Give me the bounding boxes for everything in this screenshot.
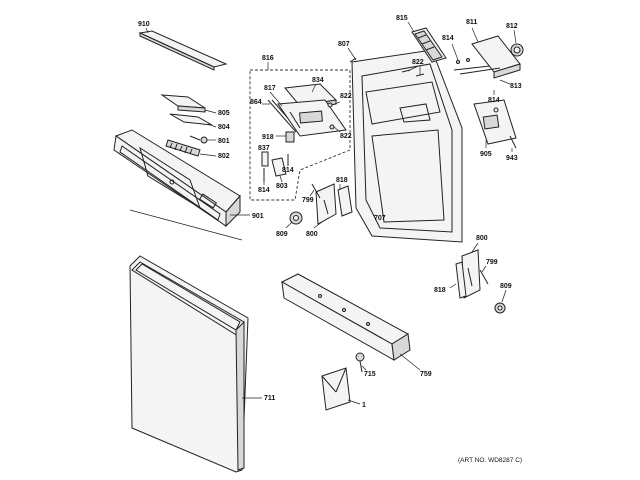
part-1-literature [321,367,361,411]
callout-918: 918 [262,134,274,141]
callout-800b: 800 [476,235,488,242]
callout-759: 759 [420,371,432,378]
callout-818b: 818 [434,287,446,294]
art-number: (ART NO. WD8287 C) [458,457,522,464]
callout-815: 815 [396,15,408,22]
callout-805: 805 [218,110,230,117]
callout-803: 803 [276,183,288,190]
callout-813: 813 [510,83,522,90]
part-809-roller-left [285,211,303,229]
part-818-hinge-arm-right [449,261,467,299]
part-807-inner-door [347,47,463,243]
part-814-screws-group [263,154,289,185]
part-811-vent-housing [471,27,521,79]
callout-809a: 809 [276,231,288,238]
callout-837: 837 [258,145,270,152]
callout-822b: 822 [340,133,352,140]
part-822-clips-right [401,65,425,77]
callout-901: 901 [252,213,264,220]
part-813-gasket [459,67,511,95]
callout-834: 834 [312,77,324,84]
part-910-trim-strip [138,27,228,71]
part-809-roller-right [494,289,507,314]
part-799-pin-right [479,265,489,285]
callout-814c: 814 [442,35,454,42]
callout-715: 715 [364,371,376,378]
callout-822a: 822 [340,93,352,100]
part-815-vent [407,21,447,63]
callout-804: 804 [218,124,230,131]
callout-799b: 799 [486,259,498,266]
part-804-bracket [169,113,217,128]
group-816-control-assembly [249,62,351,201]
part-814-screws-right [451,43,491,71]
part-817-control-board [269,91,347,137]
callout-814b: 814 [258,187,270,194]
part-818-hinge-arm-left [337,184,353,217]
callout-707: 707 [374,215,386,222]
callout-711: 711 [264,395,275,402]
callout-799a: 799 [302,197,314,204]
callout-910: 910 [138,21,150,28]
part-901-control-panel [113,129,250,241]
part-805-bracket [160,94,217,114]
part-918-switch [276,131,295,143]
part-943-screw [509,135,517,152]
callout-801: 801 [218,138,230,145]
part-822-clips-left [327,101,341,133]
part-812-knob [510,29,524,57]
callout-807: 807 [338,41,350,48]
callout-809b: 809 [500,283,512,290]
part-905-dispenser [473,99,517,148]
part-837-sensor [261,151,269,167]
callout-814a: 814 [282,167,294,174]
callout-822c: 822 [412,59,424,66]
callout-817: 817 [264,85,276,92]
callout-800a: 800 [306,231,318,238]
callout-812: 812 [506,23,518,30]
callout-814d: 814 [488,97,500,104]
callout-905: 905 [480,151,492,158]
callout-802: 802 [218,153,230,160]
part-801-screw [189,135,216,144]
part-715-screw [355,352,367,373]
part-799-pin-left [309,183,321,199]
callout-816: 816 [262,55,274,62]
part-803-bracket [271,157,287,183]
part-711-outer-door [129,255,262,473]
part-759-toe-kick [280,273,421,371]
callout-811: 811 [466,19,477,26]
callout-818a: 818 [336,177,348,184]
callout-943: 943 [506,155,518,162]
callout-864: 864 [250,99,262,106]
part-800-hinge-left [313,183,337,229]
callout-1: 1 [362,402,366,409]
part-802-vent-grille [165,139,217,157]
